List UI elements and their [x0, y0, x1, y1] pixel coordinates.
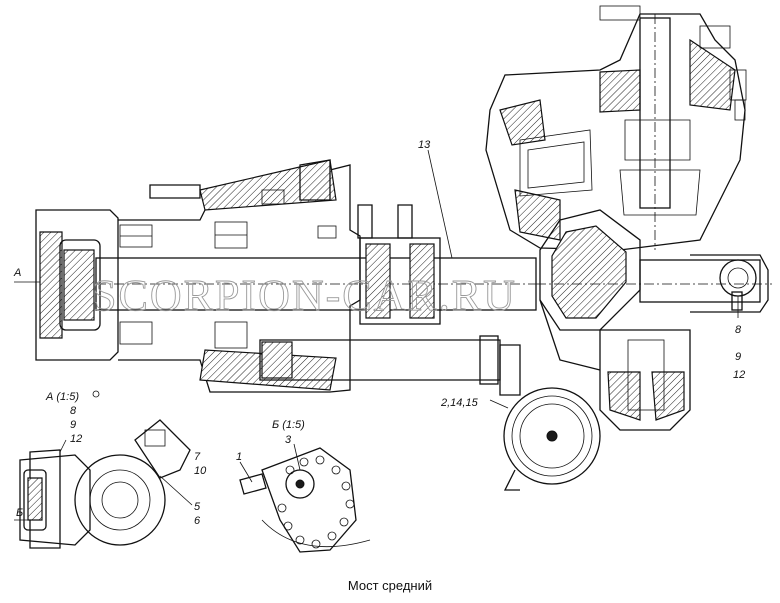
- view-b-detail: [239, 443, 371, 553]
- callout-12-a: 12: [70, 433, 82, 445]
- callout-b-left: Б: [16, 507, 23, 519]
- callout-9-right: 9: [735, 351, 741, 363]
- callout-6: 6: [194, 515, 201, 527]
- view-a-detail: [14, 390, 193, 549]
- callout-1: 1: [236, 451, 242, 463]
- callout-2-14-15: 2,14,15: [440, 397, 479, 409]
- callout-9-a: 9: [70, 419, 76, 431]
- callout-8-right: 8: [735, 324, 742, 336]
- callout-7: 7: [194, 451, 201, 463]
- callout-13: 13: [418, 139, 431, 151]
- callout-8-a: 8: [70, 405, 77, 417]
- diagram-caption: Мост средний: [347, 578, 433, 593]
- main-section-view: [14, 5, 772, 491]
- callout-3: 3: [285, 434, 292, 446]
- callout-12-right: 12: [733, 369, 745, 381]
- view-b-title: Б (1:5): [272, 419, 305, 431]
- callout-a-left: А: [13, 267, 21, 279]
- watermark-text: SCORPION-CAR.RU: [92, 271, 517, 320]
- callout-10: 10: [194, 465, 207, 477]
- view-a-title: А (1:5): [45, 391, 79, 403]
- callout-5: 5: [194, 501, 201, 513]
